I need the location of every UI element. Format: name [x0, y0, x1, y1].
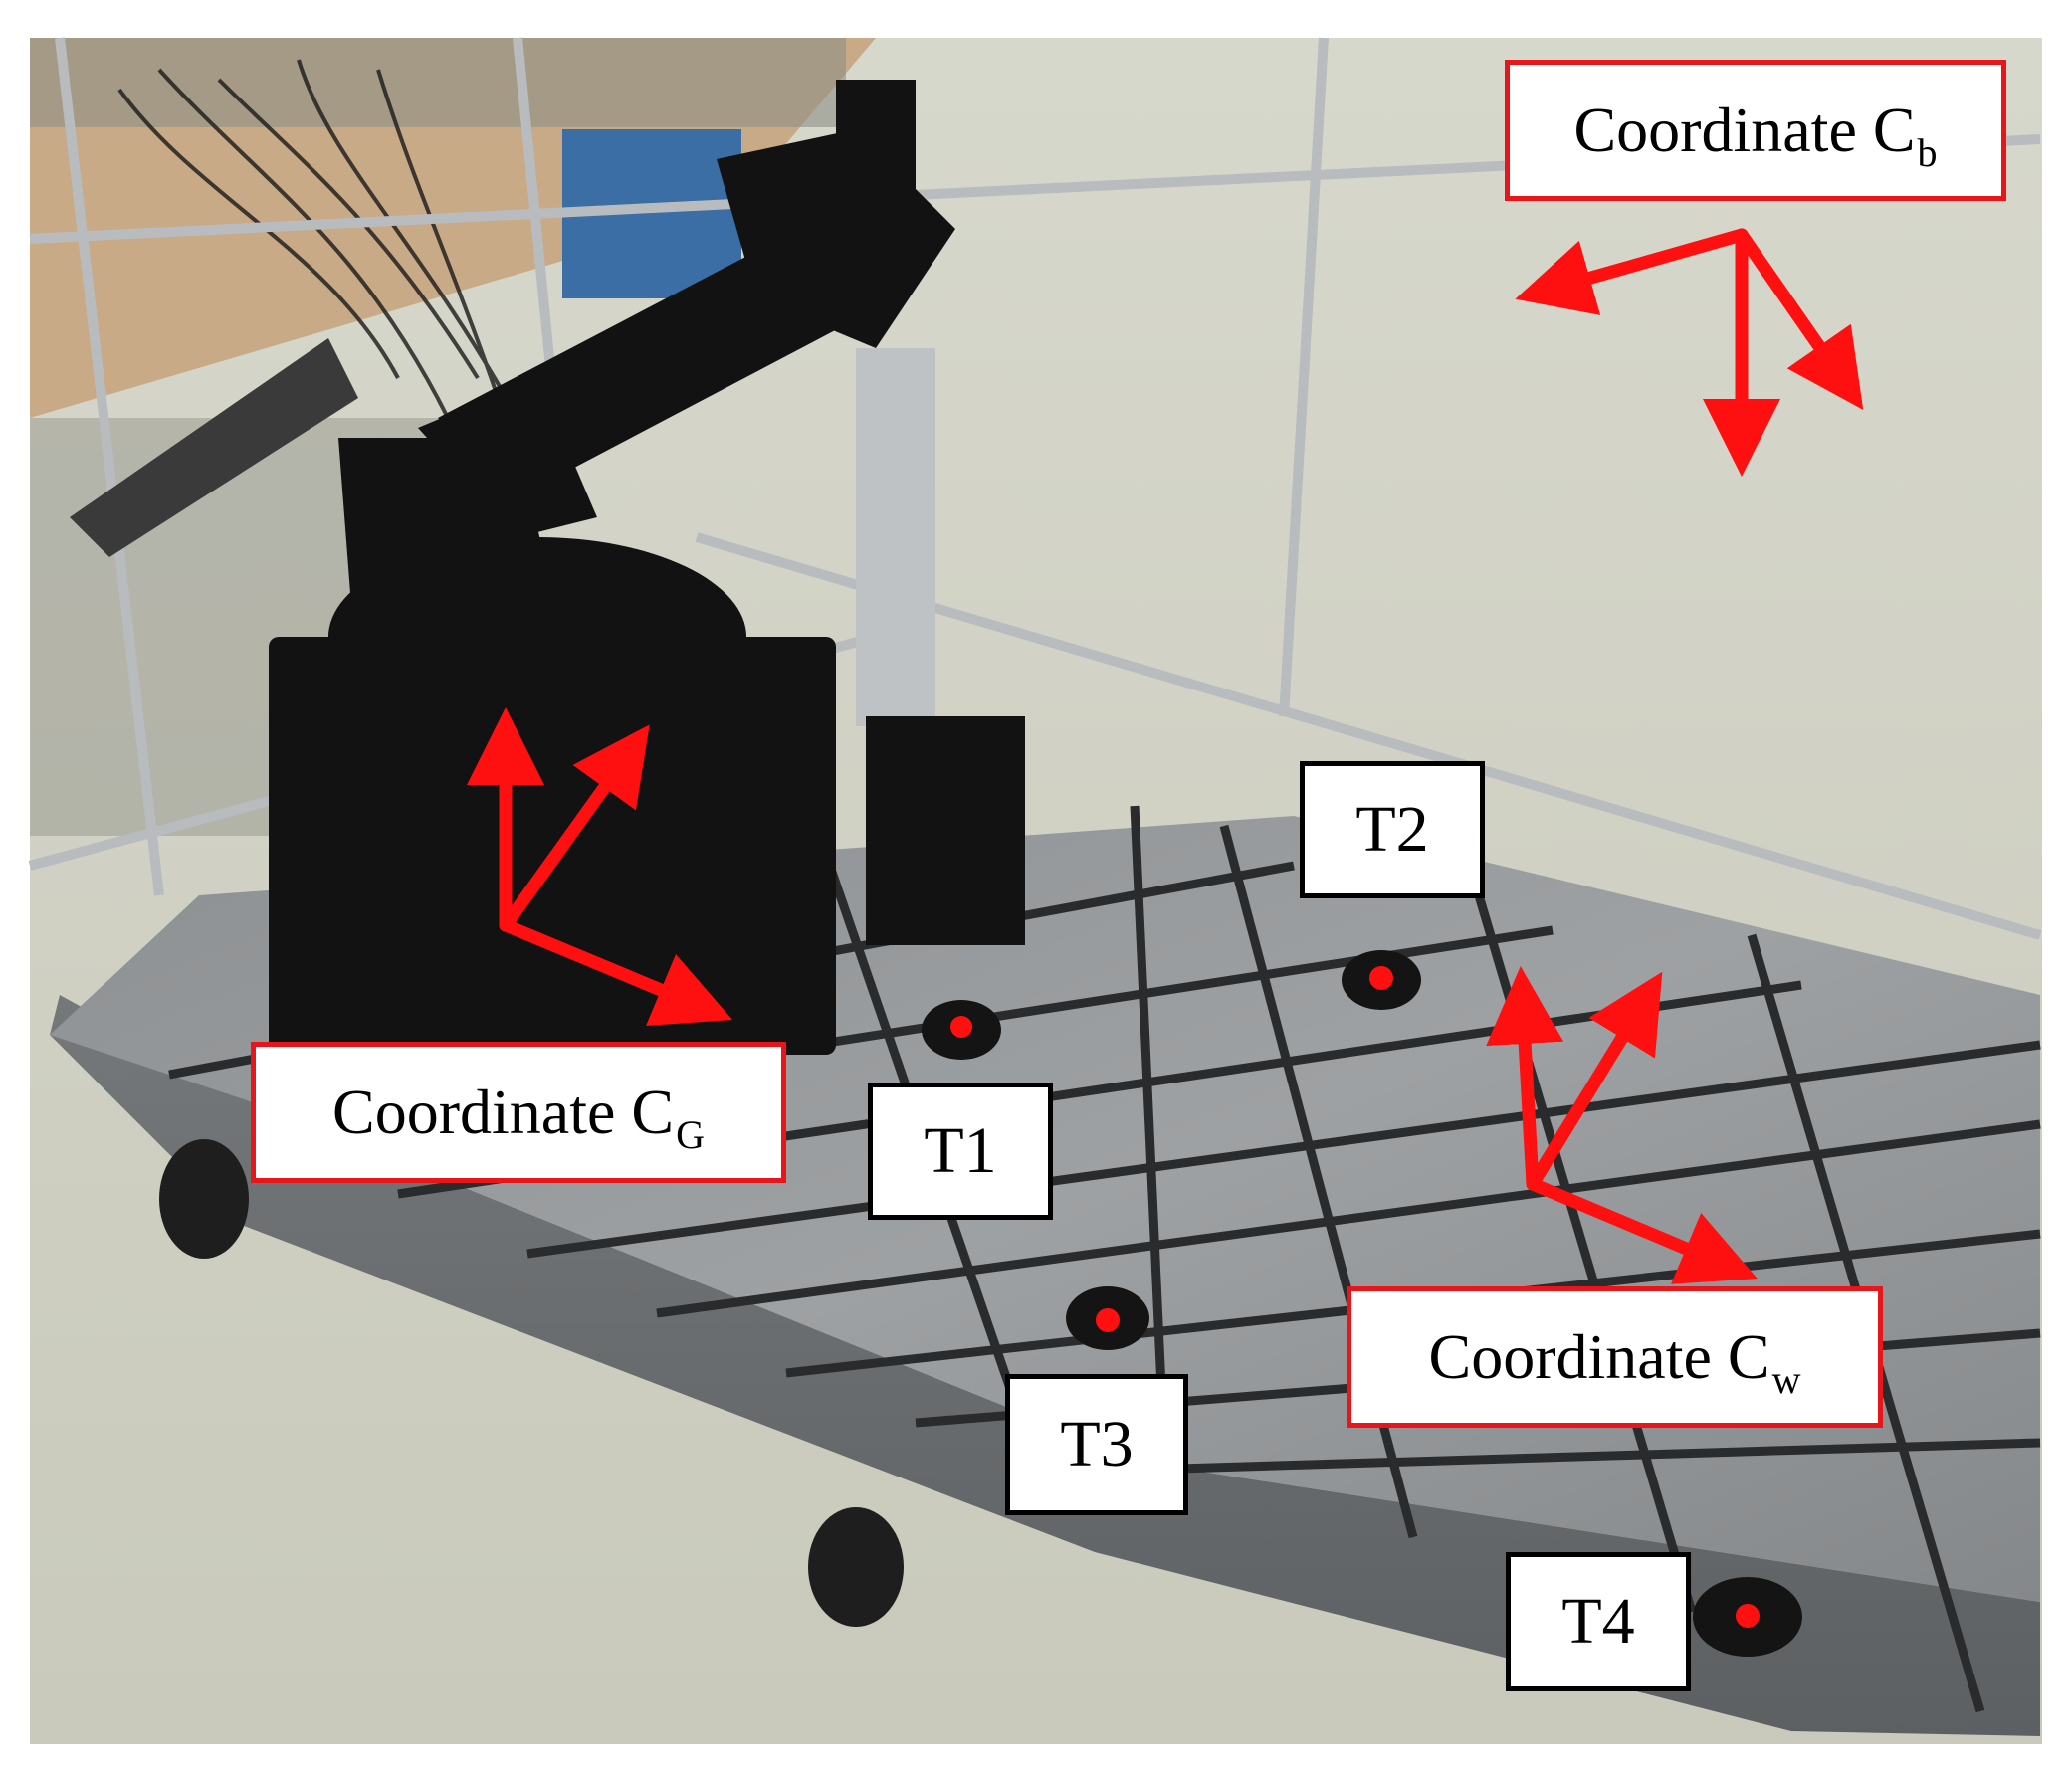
table-side: [50, 995, 2040, 1736]
base-axes: [1515, 228, 1864, 477]
marker-t3: [1096, 1308, 1120, 1332]
gripper-axes: [467, 707, 732, 1026]
robot-arm: [70, 80, 1025, 1055]
marker-t2: [1369, 966, 1393, 990]
label-t1: T1: [868, 1083, 1053, 1220]
marker-t1: [950, 1016, 972, 1038]
label-t2: T2: [1300, 761, 1485, 898]
marker-t4: [1736, 1604, 1760, 1628]
label-t4: T4: [1506, 1552, 1691, 1691]
label-t3: T3: [1005, 1374, 1188, 1515]
label-coordinate-base-text: Coordinate C: [1573, 95, 1916, 165]
label-coordinate-world-text: Coordinate C: [1428, 1321, 1770, 1392]
label-coordinate-gripper-sub: G: [676, 1111, 705, 1157]
world-axes: [1486, 966, 1758, 1284]
label-coordinate-world-sub: w: [1771, 1356, 1801, 1402]
target-markers: [950, 966, 1760, 1628]
label-coordinate-gripper-text: Coordinate C: [332, 1077, 675, 1147]
table-feet: [159, 1139, 904, 1627]
label-coordinate-base-sub: b: [1917, 129, 1938, 175]
equipment-shelf: [30, 38, 846, 127]
